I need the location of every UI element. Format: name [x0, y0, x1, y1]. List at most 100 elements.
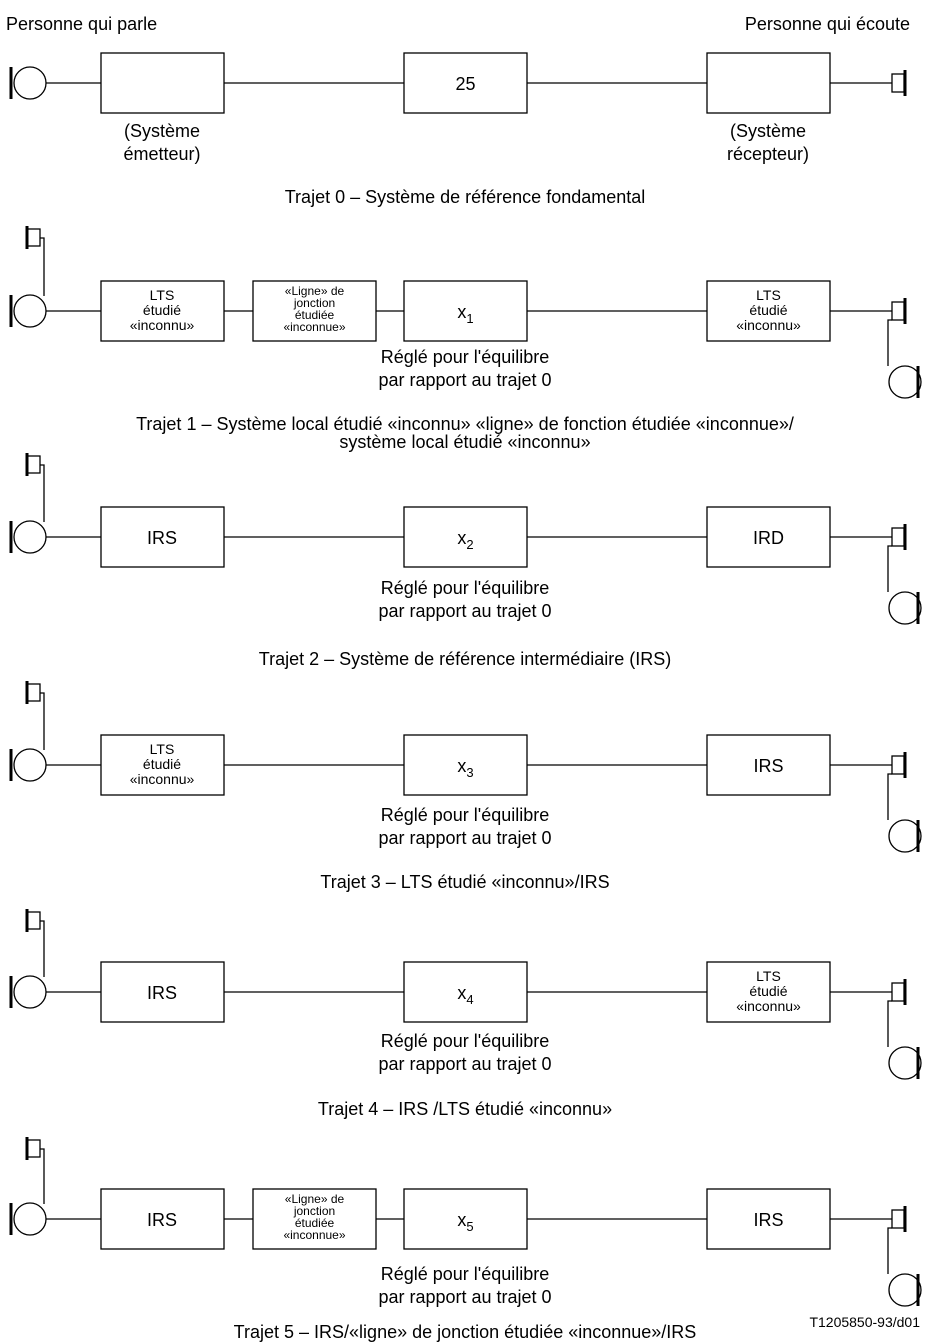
sending-system-box [100, 52, 225, 114]
mouthpiece-icon [13, 1202, 47, 1236]
handset-cord [40, 692, 45, 750]
attenuator-box [403, 280, 528, 342]
attenuator-box [403, 52, 528, 114]
balance-note-line2: par rapport au trajet 0 [378, 601, 551, 621]
path-2: IRS x2 IRD Réglé pour l'équilibre par ra… [9, 453, 922, 669]
earphone-icon [891, 1209, 905, 1229]
junction-line3: étudiée [295, 1216, 335, 1230]
irs-box-left [100, 961, 225, 1023]
path-5: IRS «Ligne» de jonction étudiée «inconnu… [9, 1137, 922, 1342]
junction-box [252, 280, 377, 342]
sending-caption-line2: émetteur) [123, 144, 200, 164]
earphone-icon [891, 982, 905, 1002]
junction-line1: «Ligne» de [285, 284, 345, 298]
sidetone-mouthpiece-icon [888, 365, 922, 399]
balance-note-line2: par rapport au trajet 0 [378, 1287, 551, 1307]
balance-note-line1: Réglé pour l'équilibre [381, 578, 550, 598]
attenuator-x4: x4 [457, 983, 473, 1007]
sidetone-mouthpiece-icon [888, 591, 922, 625]
figure-reference: T1205850-93/d01 [809, 1314, 920, 1330]
mouthpiece-icon [13, 294, 47, 328]
path-0-title: Trajet 0 – Système de référence fondamen… [285, 187, 646, 207]
sidetone-mouthpiece-icon [888, 1273, 922, 1307]
sidetone-earphone-icon [26, 1139, 41, 1158]
path-4: IRS x4 LTS étudié «inconnu» Réglé pour l… [9, 909, 922, 1119]
lts-right-line1: LTS [756, 287, 781, 303]
path-3-title: Trajet 3 – LTS étudié «inconnu»/IRS [320, 872, 609, 892]
sidetone-earphone-icon [26, 683, 41, 702]
lts-left-line1: LTS [150, 287, 175, 303]
attenuator-value: 25 [455, 74, 475, 94]
balance-note-line2: par rapport au trajet 0 [378, 1054, 551, 1074]
mouthpiece-icon [13, 975, 47, 1009]
handset-cord [887, 545, 892, 592]
junction-line4: «inconnue» [283, 1228, 345, 1242]
receiving-caption-line1: (Système [730, 121, 806, 141]
handset-cord [40, 920, 45, 977]
ird-box-right [706, 506, 831, 568]
junction-line4: «inconnue» [283, 320, 345, 334]
lts-right-line2: étudié [749, 302, 787, 318]
lts-right-line2: étudié [749, 983, 787, 999]
path-0: 25 (Système émetteur) (Système récepteur… [9, 52, 907, 207]
mouthpiece-icon [13, 66, 47, 100]
path-5-title: Trajet 5 – IRS/«ligne» de jonction étudi… [234, 1322, 697, 1342]
junction-line2: jonction [293, 296, 335, 310]
irs-box-right [706, 1188, 831, 1250]
attenuator-x3: x3 [457, 756, 473, 780]
junction-line2: jonction [293, 1204, 335, 1218]
handset-cord [887, 319, 892, 366]
mouthpiece-icon [13, 520, 47, 554]
lts-left-line3: «inconnu» [130, 317, 195, 333]
receiving-caption-line2: récepteur) [727, 144, 809, 164]
handset-cord [887, 773, 892, 820]
irs-left-label: IRS [147, 1210, 177, 1230]
junction-line1: «Ligne» de [285, 1192, 345, 1206]
lts-box-left [100, 280, 225, 342]
path-2-title: Trajet 2 – Système de référence interméd… [259, 649, 672, 669]
handset-cord [887, 1000, 892, 1047]
handset-cord [40, 1148, 45, 1204]
lts-left-line3: «inconnu» [130, 771, 195, 787]
irs-box-right [706, 734, 831, 796]
sidetone-earphone-icon [26, 228, 41, 247]
earphone-icon [891, 73, 905, 93]
irs-box-left [100, 1188, 225, 1250]
balance-note-line1: Réglé pour l'équilibre [381, 1264, 550, 1284]
lts-right-line3: «inconnu» [736, 317, 801, 333]
lts-box-right [706, 280, 831, 342]
attenuator-box [403, 506, 528, 568]
lts-left-line1: LTS [150, 741, 175, 757]
balance-note-line1: Réglé pour l'équilibre [381, 1031, 550, 1051]
sidetone-mouthpiece-icon [888, 819, 922, 853]
lts-box-right [706, 961, 831, 1023]
handset-cord [40, 237, 45, 296]
lts-right-line3: «inconnu» [736, 998, 801, 1014]
irs-right-label: IRS [753, 1210, 783, 1230]
irs-box-left [100, 506, 225, 568]
balance-note-line1: Réglé pour l'équilibre [381, 347, 550, 367]
attenuator-box [403, 734, 528, 796]
earphone-icon [891, 301, 905, 321]
junction-line3: étudiée [295, 308, 335, 322]
attenuator-x1: x1 [457, 302, 473, 326]
irs-left-label: IRS [147, 983, 177, 1003]
attenuator-x2: x2 [457, 528, 473, 552]
balance-note-line2: par rapport au trajet 0 [378, 828, 551, 848]
path-3: LTS étudié «inconnu» x3 IRS Réglé pour l… [9, 681, 922, 892]
earphone-icon [891, 527, 905, 547]
sidetone-earphone-icon [26, 455, 41, 474]
irs-right-label: IRS [753, 756, 783, 776]
sidetone-mouthpiece-icon [888, 1046, 922, 1080]
receiving-system-box [706, 52, 831, 114]
path-1-title-line2: système local étudié «inconnu» [339, 432, 590, 452]
path-4-title: Trajet 4 – IRS /LTS étudié «inconnu» [318, 1099, 612, 1119]
attenuator-x5: x5 [457, 1210, 473, 1234]
path-1: LTS étudié «inconnu» «Ligne» de jonction… [9, 226, 922, 452]
path-1-title-line1: Trajet 1 – Système local étudié «inconnu… [136, 414, 794, 434]
irs-left-label: IRS [147, 528, 177, 548]
handset-cord [887, 1227, 892, 1274]
mouthpiece-icon [13, 748, 47, 782]
talker-label: Personne qui parle [6, 14, 157, 34]
